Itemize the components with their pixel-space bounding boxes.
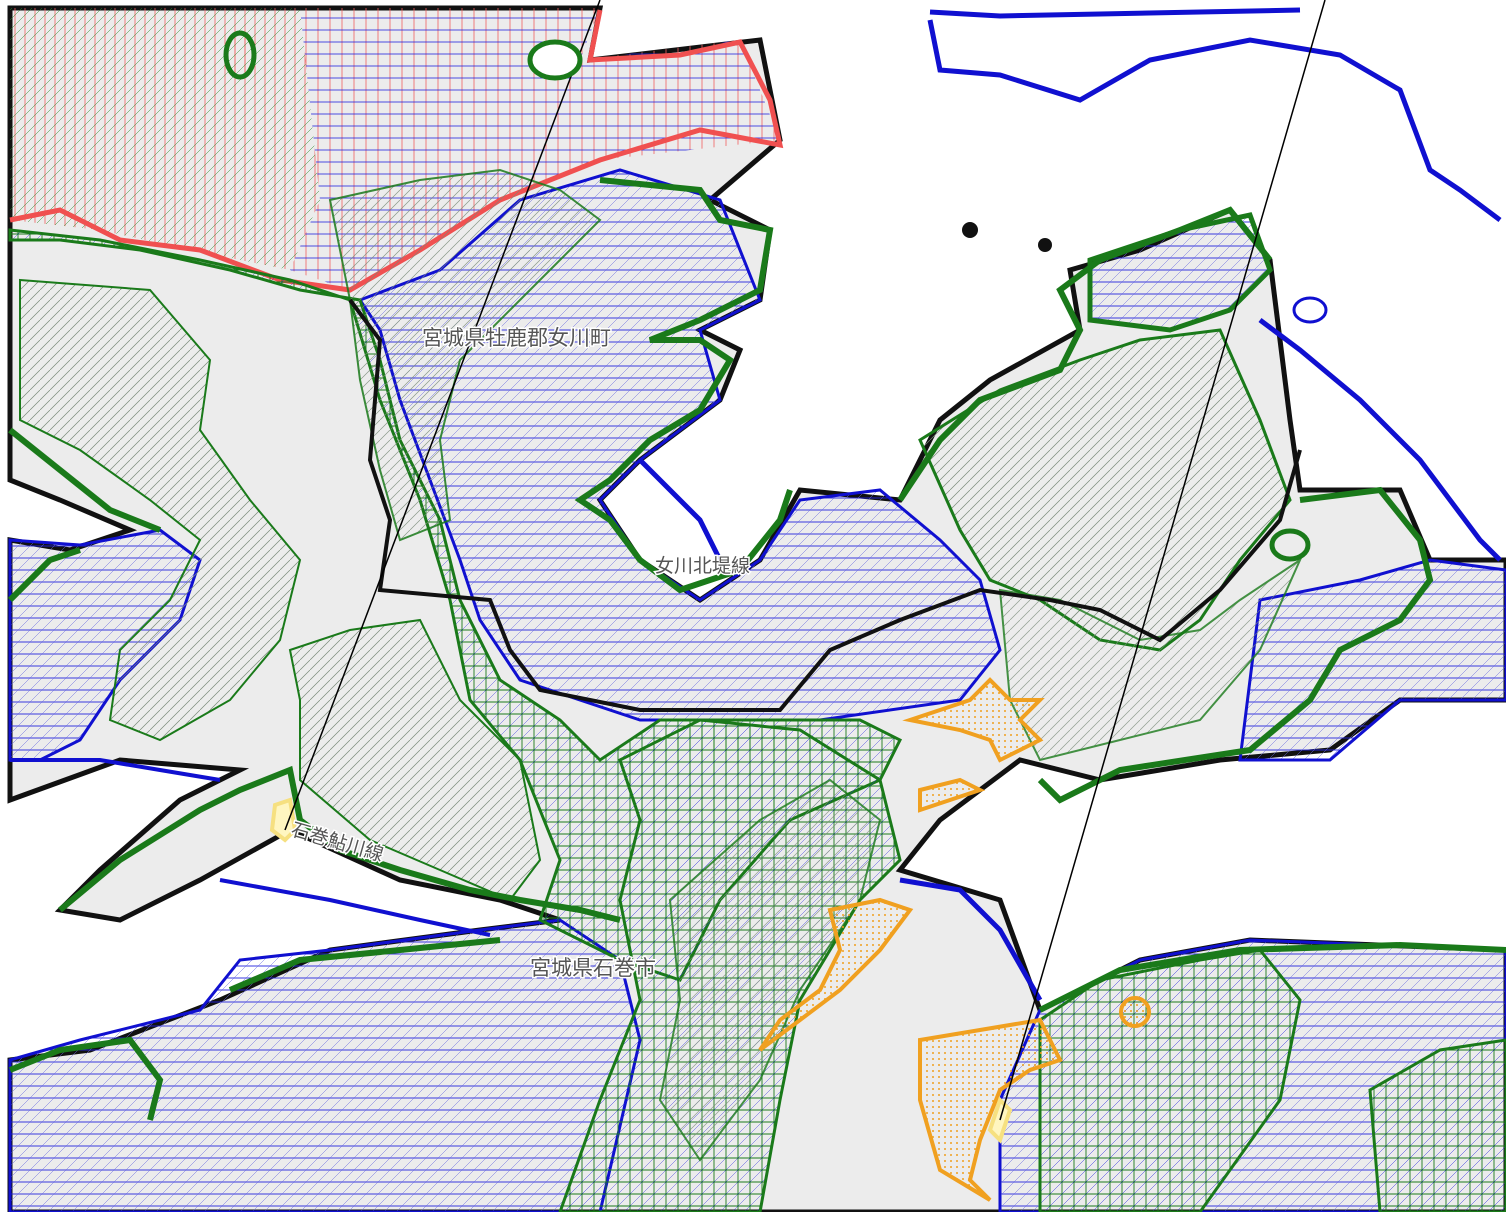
orange-zone-5 xyxy=(1119,996,1151,1028)
label-onagawa-town: 宮城県牡鹿郡女川町 xyxy=(422,326,611,350)
slope-zone-south-mid xyxy=(658,778,882,1162)
municipal-boundary xyxy=(348,298,1302,712)
island-small-2 xyxy=(223,30,257,80)
label-ishinomaki-city: 宮城県石巻市 xyxy=(530,956,656,980)
green-coast-west xyxy=(7,427,162,603)
slope-zone-west xyxy=(19,278,302,742)
orange-zone-3 xyxy=(758,897,914,1052)
green-zone-southeast xyxy=(1368,1038,1506,1212)
blue-boundary-east xyxy=(1258,318,1502,562)
blue-boundary-west xyxy=(10,758,491,937)
rock-1 xyxy=(962,222,978,238)
blue-boundary-bay xyxy=(638,458,1043,1002)
orange-zone-2 xyxy=(918,777,986,813)
slope-zone-east-south xyxy=(998,557,1303,762)
slope-zone-east xyxy=(918,328,1292,652)
green-zone-east xyxy=(1038,948,1302,1212)
rock-2 xyxy=(1038,238,1052,252)
survey-line-2 xyxy=(999,0,1326,1121)
green-coast-south xyxy=(8,937,1506,1121)
blue-zone-south xyxy=(8,918,642,1212)
orange-zone-4 xyxy=(918,1017,1063,1202)
yellow-zone xyxy=(269,797,1013,1144)
green-coast-southeast xyxy=(1037,486,1434,804)
island-small-3 xyxy=(1269,528,1311,562)
blue-zone-east xyxy=(1238,558,1506,762)
green-coast-north xyxy=(574,177,793,594)
survey-line-1 xyxy=(284,0,601,831)
blue-zone-north xyxy=(357,168,1002,722)
green-coast-southwest xyxy=(58,765,621,923)
label-onagawa-line: 女川北堤線 xyxy=(655,555,750,577)
island-small-1 xyxy=(527,39,583,81)
slope-zone-center-west xyxy=(288,618,542,902)
red-boundary xyxy=(9,9,784,293)
orange-zone-1 xyxy=(902,677,1045,763)
island-small-4 xyxy=(1292,296,1328,324)
blue-boundary-sea-north xyxy=(927,7,1502,222)
green-coast-east xyxy=(897,206,1273,502)
